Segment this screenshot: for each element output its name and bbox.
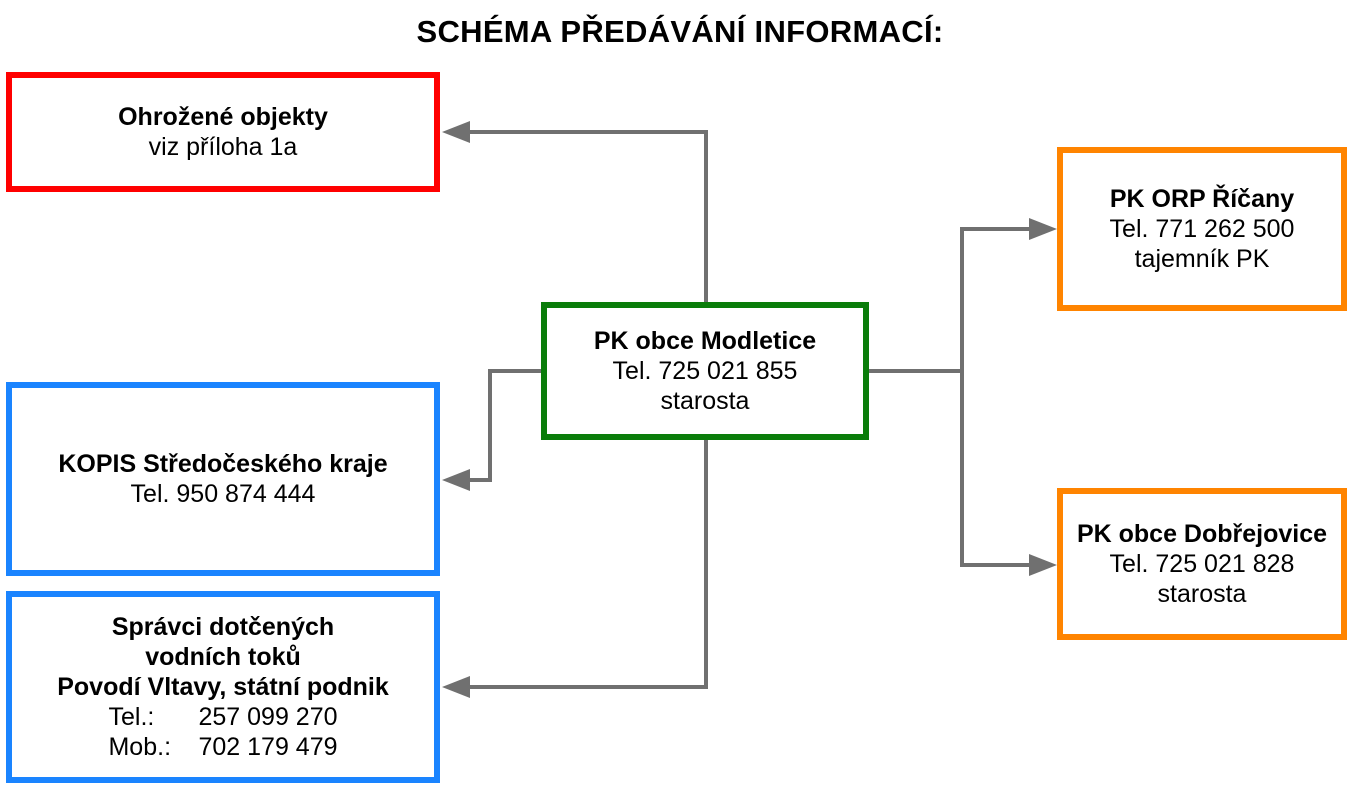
node-kopis-name: KOPIS Středočeského kraje [58,450,388,478]
edge-center-to-spravci [470,440,708,689]
node-pk-obce-modletice: PK obce Modletice Tel. 725 021 855 staro… [541,302,869,440]
node-spravci-name-line1: Správci dotčených [111,613,335,641]
node-pk-orp-ricany: PK ORP Říčany Tel. 771 262 500 tajemník … [1057,147,1347,311]
edge-center-to-ohrozene [470,130,708,302]
node-spravci-tel-label: Tel.: [108,703,155,731]
node-spravci-mob-value: 702 179 479 [198,733,338,761]
node-center-tel: Tel. 725 021 855 [612,357,798,385]
node-pk-obce-dobrejovice: PK obce Dobřejovice Tel. 725 021 828 sta… [1057,488,1347,640]
diagram-title: SCHÉMA PŘEDÁVÁNÍ INFORMACÍ: [416,14,944,49]
node-kopis-tel: Tel. 950 874 444 [130,480,316,508]
node-dobrejovice-name: PK obce Dobřejovice [1076,520,1328,548]
node-kopis: KOPIS Středočeského kraje Tel. 950 874 4… [6,382,440,576]
arrowhead-orp [1029,218,1057,240]
arrowhead-dobrejovice [1029,554,1057,576]
node-spravci-tel-row: Tel.: 257 099 270 [108,702,337,732]
node-spravci-mob-row: Mob.: 702 179 479 [108,732,337,762]
node-orp-name: PK ORP Říčany [1109,185,1295,213]
arrowhead-kopis [442,469,470,491]
node-orp-role: tajemník PK [1134,245,1270,273]
node-ohrozene-objekty: Ohrožené objekty viz příloha 1a [6,72,440,192]
node-spravci-mob-label: Mob.: [108,733,172,761]
node-center-name: PK obce Modletice [593,327,817,355]
edge-center-to-dobrejovice [960,371,1030,567]
node-dobrejovice-role: starosta [1157,580,1247,608]
edge-center-to-orp [960,227,1030,371]
node-ohrozene-detail: viz příloha 1a [148,133,298,161]
node-orp-tel: Tel. 771 262 500 [1109,215,1295,243]
node-spravci-toku: Správci dotčených vodních toků Povodí Vl… [6,591,440,783]
node-ohrozene-name: Ohrožené objekty [118,103,328,131]
edge-center-to-kopis [470,369,542,482]
arrowhead-ohrozene [442,121,470,143]
arrowhead-spravci [442,676,470,698]
node-center-role: starosta [660,387,750,415]
node-spravci-name-line3: Povodí Vltavy, státní podnik [57,673,389,701]
node-dobrejovice-tel: Tel. 725 021 828 [1109,550,1295,578]
node-spravci-tel-value: 257 099 270 [198,703,338,731]
node-spravci-name-line2: vodních toků [145,643,301,671]
